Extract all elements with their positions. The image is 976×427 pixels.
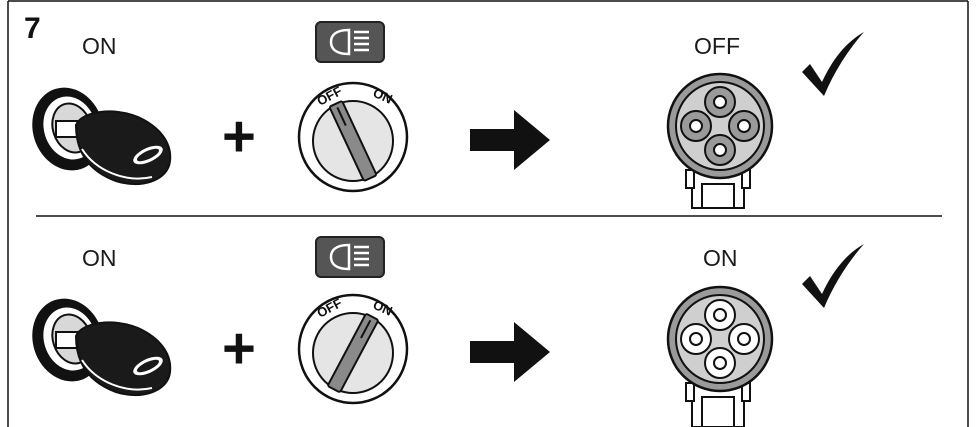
ignition-key-icon (32, 298, 172, 397)
switch-on-label: ON (371, 297, 395, 319)
arrow-right-icon-1 (470, 110, 550, 170)
lamp-state-label-2: ON (703, 245, 738, 271)
headlight-icon (315, 236, 385, 278)
plus-sign-1: + (222, 104, 256, 169)
headlight-icon (315, 21, 385, 63)
step-number: 7 (24, 12, 41, 45)
checkmark-icon-1 (802, 32, 864, 96)
work-lamp-icon-on (666, 285, 774, 427)
ignition-key-icon (32, 87, 172, 186)
switch-on-label: ON (371, 85, 395, 107)
rotary-switch-icon-off: OFF ON (297, 81, 409, 193)
key-state-label-1: ON (82, 33, 117, 59)
work-lamp-icon-off (666, 72, 774, 209)
lamp-state-label-1: OFF (694, 33, 740, 59)
rotary-switch-icon-on: OFF ON (297, 293, 409, 405)
arrow-right-icon-2 (470, 322, 550, 382)
key-state-label-2: ON (82, 245, 117, 271)
checkmark-icon-2 (802, 244, 864, 308)
plus-sign-2: + (222, 316, 256, 381)
